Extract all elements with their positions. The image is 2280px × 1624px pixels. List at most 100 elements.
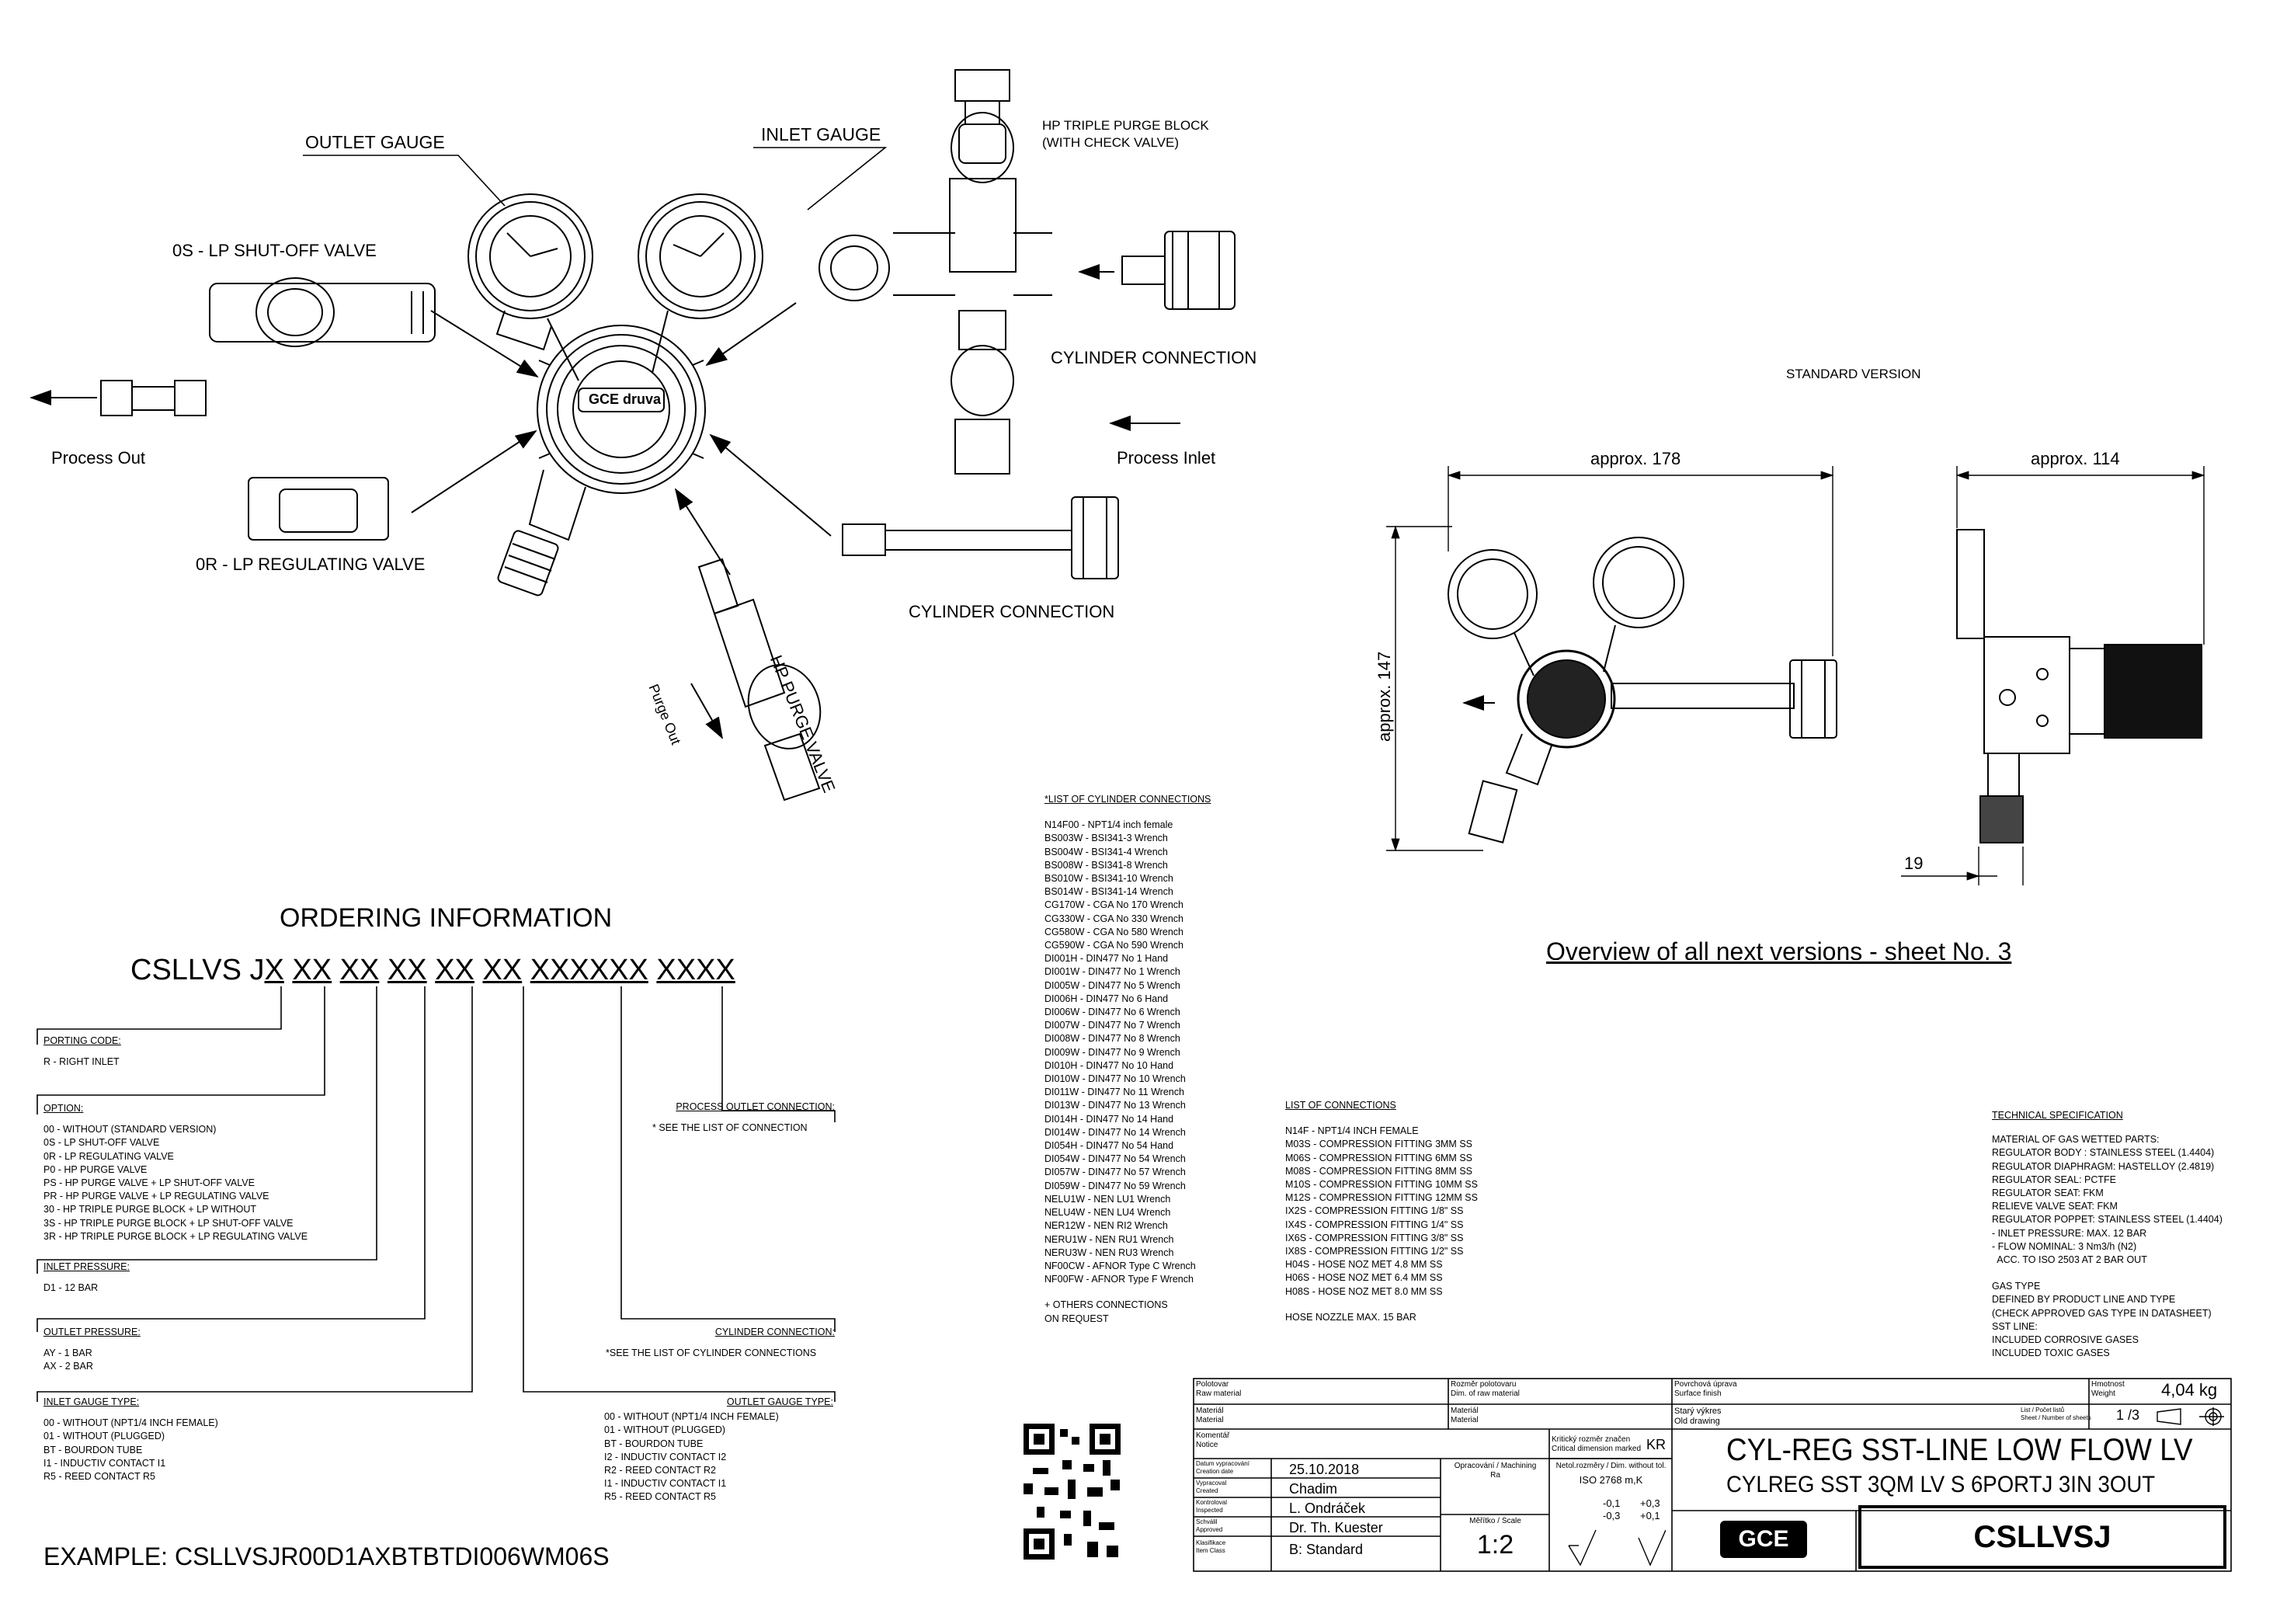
list-item: DI005W - DIN477 No 5 Wrench — [1044, 979, 1180, 991]
inlet-pressure-block: INLET PRESSURE: D1 - 12 BAR — [43, 1261, 130, 1294]
process-inlet-label: Process Inlet — [1117, 448, 1216, 468]
drawing-title-2: CYLREG SST 3QM LV S 6PORTJ 3IN 3OUT — [1726, 1472, 2156, 1497]
outlet-gauge-type-block: OUTLET GAUGE TYPE: 00 - WITHOUT (NPT1/4 … — [604, 1396, 833, 1503]
cylinder-connection-top-label: CYLINDER CONNECTION — [1051, 348, 1257, 367]
code-segment: XX — [339, 954, 380, 986]
list-item: DI001W - DIN477 No 1 Wrench — [1044, 966, 1180, 978]
side-view-drawing — [1956, 529, 2202, 843]
list-item: DI054H - DIN477 No 54 Hand — [1044, 1140, 1174, 1152]
list-item: M12S - COMPRESSION FITTING 12MM SS — [1285, 1192, 1478, 1204]
list-item: DI059W - DIN477 No 59 Wrench — [1044, 1180, 1186, 1191]
outlet-gauge-drawing — [467, 193, 593, 381]
lp-shutoff-valve-drawing — [209, 277, 436, 347]
option-block: OPTION: 00 - WITHOUT (STANDARD VERSION) … — [43, 1103, 308, 1242]
list-item: DI010H - DIN477 No 10 Hand — [1044, 1059, 1174, 1071]
code-segment: XX — [482, 954, 523, 986]
cylinder-connection-top-drawing — [1121, 231, 1236, 310]
brand-mark: GCE druva — [589, 391, 662, 407]
tb-kr: KR — [1646, 1437, 1667, 1452]
triple-purge-block-drawing — [819, 69, 1052, 475]
dim-width-front: approx. 178 — [1590, 449, 1681, 468]
tb-weight: 4,04 kg — [2161, 1380, 2218, 1400]
list-item: DI006H - DIN477 No 6 Hand — [1044, 993, 1169, 1004]
list-item: DI009W - DIN477 No 9 Wrench — [1044, 1046, 1180, 1058]
process-out-label: Process Out — [51, 448, 146, 468]
cylinder-connection-bottom-drawing — [842, 496, 1119, 579]
technical-specification: TECHNICAL SPECIFICATION MATERIAL OF GAS … — [1992, 1110, 2223, 1359]
code-segment: XXXX — [656, 954, 735, 986]
list-item: BS010W - BSI341-10 Wrench — [1044, 873, 1173, 885]
tb-inspector: L. Ondráček — [1289, 1501, 1366, 1516]
lp-shutoff-label: 0S - LP SHUT-OFF VALVE — [172, 241, 377, 260]
tb-iso: ISO 2768 m,K — [1579, 1474, 1643, 1486]
code-segment: XX — [292, 954, 332, 986]
list-item: NF00CW - AFNOR Type C Wrench — [1044, 1260, 1196, 1271]
list-item: N14F00 - NPT1/4 inch female — [1044, 819, 1173, 831]
list-item: H04S - HOSE NOZ MET 4.8 MM SS — [1285, 1259, 1443, 1271]
title-block-grid — [1193, 1378, 2232, 1572]
list-item: DI007W - DIN477 No 7 Wrench — [1044, 1020, 1180, 1031]
overview-link[interactable]: Overview of all next versions - sheet No… — [1546, 937, 2012, 965]
cylinder-connection-bottom-label: CYLINDER CONNECTION — [909, 602, 1115, 621]
list-item: BS004W - BSI341-4 Wrench — [1044, 846, 1168, 857]
list-item: IX2S - COMPRESSION FITTING 1/8" SS — [1285, 1205, 1464, 1217]
tb-tol-neg: -0,1-0,3 — [1603, 1497, 1621, 1521]
label-leaders — [303, 147, 888, 210]
inlet-gauge-type-block: INLET GAUGE TYPE: 00 - WITHOUT (NPT1/4 I… — [43, 1396, 218, 1483]
lp-regulating-label: 0R - LP REGULATING VALVE — [196, 555, 426, 574]
tb-item-class: B: Standard — [1289, 1542, 1364, 1557]
projection-symbol-icon — [2151, 1407, 2225, 1426]
list-item: CG590W - CGA No 590 Wrench — [1044, 940, 1184, 951]
process-outlet-connection-block: PROCESS OUTLET CONNECTION: * SEE THE LIS… — [652, 1101, 835, 1134]
list-item: BS008W - BSI341-8 Wrench — [1044, 859, 1168, 871]
list-item: BS014W - BSI341-14 Wrench — [1044, 886, 1173, 898]
outlet-pressure-block: OUTLET PRESSURE: AY - 1 BAR AX - 2 BAR — [43, 1327, 141, 1372]
connections-list: LIST OF CONNECTIONS N14F - NPT1/4 INCH F… — [1285, 1100, 1478, 1323]
front-view-drawing — [1448, 537, 1837, 843]
list-item: CG580W - CGA No 580 Wrench — [1044, 926, 1184, 937]
dim-height: approx. 147 — [1375, 651, 1394, 742]
ordering-example: EXAMPLE: CSLLVSJR00D1AXBTBTDI006WM06S — [43, 1542, 610, 1570]
list-item: DI014H - DIN477 No 14 Hand — [1044, 1113, 1174, 1125]
list-item: DI011W - DIN477 No 11 Wrench — [1044, 1087, 1184, 1098]
tb-creator: Chadim — [1289, 1481, 1338, 1497]
gce-logo-text: GCE — [1738, 1526, 1789, 1552]
drawing-title-1: CYL-REG SST-LINE LOW FLOW LV — [1726, 1433, 2193, 1467]
code-segment: XX — [435, 954, 474, 986]
regulator-body — [497, 325, 706, 596]
part-number: CSLLVSJ — [1973, 1520, 2111, 1554]
list-item: IX8S - COMPRESSION FITTING 1/2" SS — [1285, 1246, 1464, 1257]
list-item: M03S - COMPRESSION FITTING 3MM SS — [1285, 1139, 1472, 1150]
tb-creation-date: 25.10.2018 — [1289, 1462, 1360, 1477]
inlet-gauge-label: INLET GAUGE — [761, 124, 881, 144]
code-segment: XX — [387, 954, 427, 986]
dim-width-side: approx. 114 — [2031, 449, 2120, 468]
hp-purge-valve-drawing — [697, 558, 822, 802]
ordering-leaders — [36, 986, 836, 1402]
list-item: DI010W - DIN477 No 10 Wrench — [1044, 1073, 1186, 1085]
lp-regulating-valve-drawing — [248, 477, 389, 541]
ordering-code: CSLLVS JX XX XX XX XX XX XXXXXX XXXX — [130, 954, 735, 987]
list-item: DI001H - DIN477 No 1 Hand — [1044, 953, 1169, 965]
check-valve-label: (WITH CHECK VALVE) — [1042, 135, 1179, 150]
list-item: DI014W - DIN477 No 14 Wrench — [1044, 1126, 1186, 1138]
tb-general-tolerance-label: Netol.rozměry / Dim. without tol. — [1555, 1462, 1667, 1470]
list-item: NERU3W - NEN RU3 Wrench — [1044, 1247, 1174, 1258]
outlet-gauge-label: OUTLET GAUGE — [305, 132, 445, 152]
code-prefix: CSLLVS J — [130, 954, 265, 986]
list-item: DI013W - DIN477 No 13 Wrench — [1044, 1100, 1186, 1111]
tb-scale: 1:2 — [1476, 1530, 1514, 1560]
triple-purge-block-label: HP TRIPLE PURGE BLOCK — [1042, 118, 1209, 133]
list-item: N14F - NPT1/4 INCH FEMALE — [1285, 1125, 1419, 1137]
tb-scale-label: Měřítko / Scale — [1469, 1517, 1521, 1525]
tb-approver: Dr. Th. Kuester — [1289, 1520, 1383, 1535]
code-segment: X — [264, 954, 284, 986]
